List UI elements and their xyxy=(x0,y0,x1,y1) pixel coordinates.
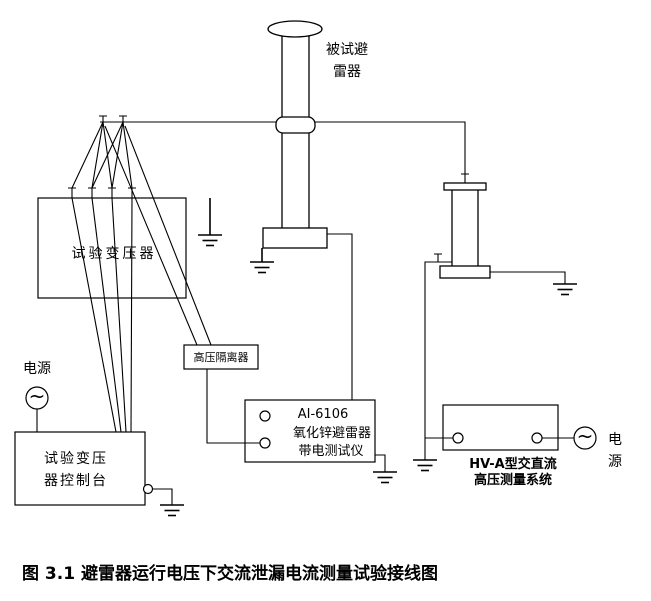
bushing-terminal-icon xyxy=(88,187,96,198)
hv-system-label: 高压测量系统 xyxy=(474,472,552,488)
transformer-label: 试验变压器 xyxy=(72,246,157,262)
bushing-terminal-icon xyxy=(128,187,136,198)
tester-model-label: AI-6106 xyxy=(298,407,349,422)
bushing-terminal-icon xyxy=(119,115,127,122)
ground-icon xyxy=(198,198,222,247)
ground-icon xyxy=(413,459,437,472)
isolator-label: 高压隔离器 xyxy=(194,350,249,364)
voltage-divider xyxy=(439,182,491,279)
ac-source-icon xyxy=(573,426,597,450)
arrester-label: 雷器 xyxy=(333,64,361,80)
wire-divider-to-ground xyxy=(490,271,566,284)
bushing-terminal-icon xyxy=(99,115,107,122)
wire-arrester-base-to-tester xyxy=(327,233,353,400)
hv-system-label: HV-A型交直流 xyxy=(469,456,556,472)
ground-icon xyxy=(250,248,274,274)
arrester-label: 被试避 xyxy=(326,42,368,58)
arrester-top-cap xyxy=(267,20,323,38)
bushing-terminal-icon xyxy=(108,187,116,198)
ground-icon xyxy=(373,471,397,484)
ac-wave-symbol: ~ xyxy=(577,424,594,448)
wires xyxy=(36,121,574,505)
wire-isolator-to-tester xyxy=(206,369,260,444)
ac-wave-symbol: ~ xyxy=(29,384,46,408)
terminal-icon xyxy=(452,432,464,444)
tester-box xyxy=(244,399,376,463)
fan-wire xyxy=(111,197,127,433)
fan-wire xyxy=(71,197,117,433)
tester-label: 氧化锌避雷器 xyxy=(293,426,371,441)
control-console-box xyxy=(14,431,146,506)
wire-divider-to-hv-system xyxy=(424,261,452,460)
arrester-base xyxy=(262,227,328,249)
arrester-flange xyxy=(275,116,316,134)
divider-top-plate xyxy=(443,182,487,191)
arrester-under-test xyxy=(262,20,328,249)
hv-measurement-box xyxy=(442,404,559,451)
bushing-terminal-icon xyxy=(68,187,76,198)
terminal-icon xyxy=(531,432,543,444)
hv-isolator-box xyxy=(183,344,259,370)
terminal-icon xyxy=(142,483,154,495)
wire-console-to-ground xyxy=(152,488,173,505)
wire-hv-right xyxy=(315,121,466,174)
ac-source-left: ~ xyxy=(25,384,49,410)
fan-wire xyxy=(91,121,124,189)
wire-tester-to-ground xyxy=(375,454,386,472)
bushing-terminal-icon xyxy=(461,173,469,183)
fan-wire xyxy=(71,121,104,189)
ground-icon xyxy=(553,283,577,296)
divider-base xyxy=(439,265,491,279)
bushing-terminal-icon xyxy=(434,253,442,262)
power-source-label: 电源 xyxy=(23,361,51,377)
ground-icon xyxy=(160,504,184,517)
fan-wire xyxy=(91,197,122,433)
power-source-label: 源 xyxy=(608,454,622,470)
fan-wire xyxy=(130,197,133,433)
hv-terminal-icon xyxy=(99,115,127,122)
test-transformer-box xyxy=(37,197,187,299)
ac-source-right: ~ xyxy=(573,424,597,450)
console-label: 器控制台 xyxy=(44,473,108,489)
tester-label: 带电测试仪 xyxy=(298,444,363,459)
console-label: 试验变压 xyxy=(44,451,108,467)
fan-wire xyxy=(91,121,104,189)
transformer-bushings xyxy=(68,187,136,198)
power-source-label: 电 xyxy=(608,432,622,448)
wire-to-isolator xyxy=(124,125,212,346)
figure-caption: 图 3.1 避雷器运行电压下交流泄漏电流测量试验接线图 xyxy=(22,563,438,584)
wire-to-isolator xyxy=(104,125,198,346)
terminal-icon xyxy=(259,437,271,449)
ac-source-icon xyxy=(25,386,49,410)
fan-wire xyxy=(122,121,133,189)
terminal-icon xyxy=(259,410,271,422)
